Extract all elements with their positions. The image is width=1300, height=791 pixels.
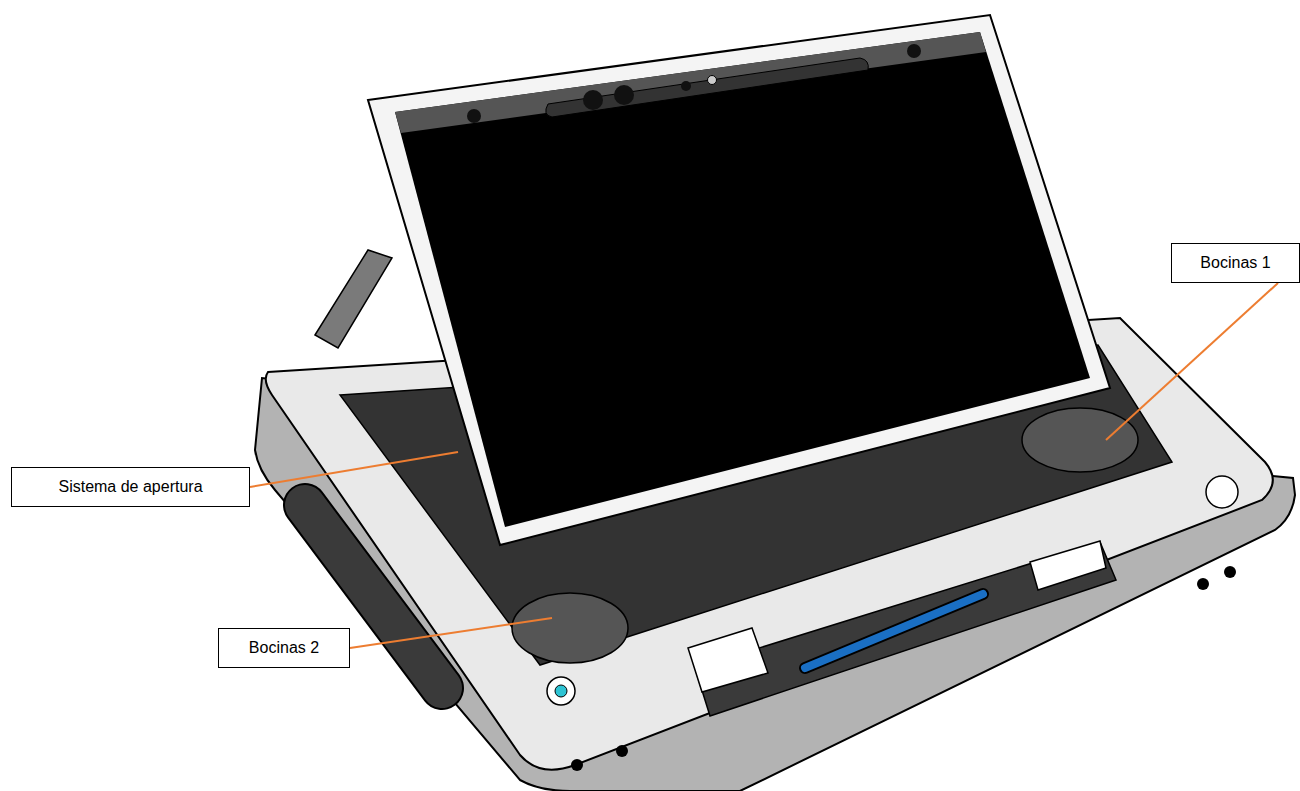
leader-line [250,452,458,487]
callout-label: Sistema de apertura [58,478,202,496]
sensor [614,85,634,105]
speaker [512,593,628,663]
stand-strap [315,250,392,348]
leader-line [350,618,552,648]
handle-tab [1030,541,1106,590]
callout-label: Bocinas 2 [249,639,319,657]
leader-line [1106,283,1278,440]
light-strip-outline [805,594,983,668]
screen-frame [368,15,1110,545]
screen [395,32,1090,527]
camera-lens [708,76,717,85]
callout-box: Bocinas 1 [1171,243,1300,283]
front-handle [695,542,1116,716]
status-led [555,685,567,697]
callout-label: Bocinas 1 [1200,254,1270,272]
handle-tab [688,628,768,692]
port [1224,566,1236,578]
port [616,745,628,757]
sensor [467,109,481,123]
status-led-ring [547,677,575,705]
sensor [907,44,921,58]
speaker [1022,408,1138,472]
port [1197,578,1209,590]
callout-box: Bocinas 2 [218,628,350,668]
sensor [583,90,603,110]
callout-box: Sistema de apertura [11,467,250,507]
screen-top-bar [395,32,986,133]
sensor [681,81,691,91]
port [571,759,583,771]
light-strip [805,594,983,668]
power-button [1206,476,1238,508]
camera-bar [546,58,869,117]
